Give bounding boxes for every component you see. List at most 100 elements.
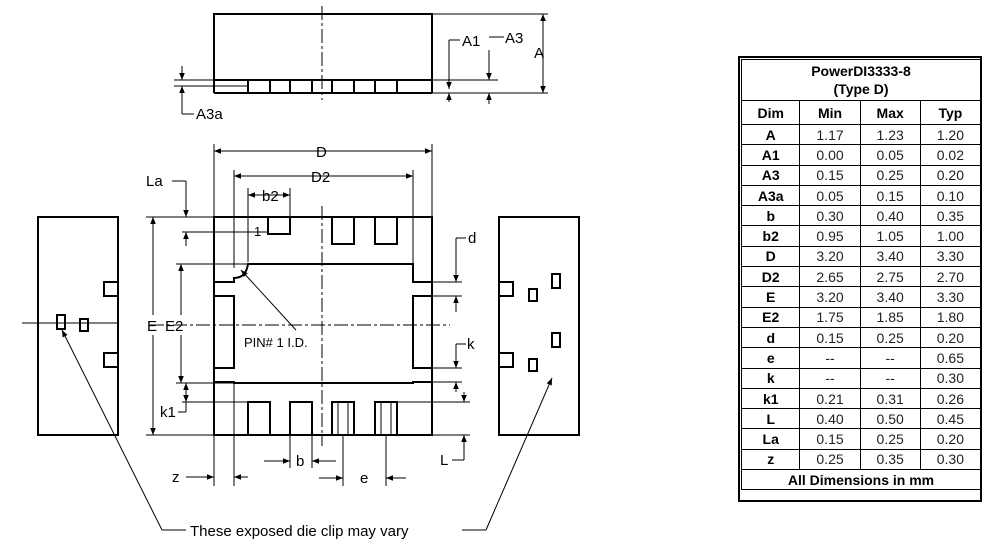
cell-typ: 1.00	[919, 225, 982, 247]
table-title-line1: PowerDI3333-8	[811, 63, 911, 79]
cell-min: 2.65	[799, 266, 861, 288]
cell-typ: 3.30	[919, 286, 982, 308]
cell-dim: E	[740, 286, 801, 308]
label-A3a: A3a	[196, 106, 223, 123]
header-dim: Dim	[740, 100, 801, 125]
cell-dim: b2	[740, 225, 801, 247]
cell-dim: La	[740, 428, 801, 450]
cell-min: 0.15	[799, 326, 861, 349]
cell-dim: D2	[740, 266, 801, 288]
table-footer: All Dimensions in mm	[741, 469, 981, 491]
cell-max: 1.23	[859, 123, 921, 146]
header-max: Max	[859, 100, 921, 125]
cell-min: 0.30	[799, 205, 861, 227]
label-k: k	[467, 336, 475, 353]
cell-dim: E2	[740, 306, 801, 328]
table-header-row: Dim Min Max Typ	[740, 100, 982, 125]
cell-max: 0.50	[859, 408, 921, 430]
label-D2: D2	[311, 169, 330, 186]
cell-min: 0.15	[799, 164, 861, 186]
cell-dim: D	[740, 245, 801, 268]
cell-dim: b	[740, 205, 801, 227]
cell-typ: 3.30	[919, 245, 982, 268]
cell-max: 2.75	[859, 266, 921, 288]
cell-max: --	[859, 367, 921, 389]
cell-min: 0.40	[799, 408, 861, 430]
cell-dim: A3	[740, 164, 801, 186]
label-D: D	[316, 144, 327, 161]
cell-min: 1.17	[799, 123, 861, 146]
cell-typ: 0.20	[919, 326, 982, 349]
cell-max: 0.25	[859, 164, 921, 186]
cell-dim: A3a	[740, 184, 801, 207]
cell-max: 0.31	[859, 387, 921, 410]
cell-typ: 0.65	[919, 347, 982, 369]
cell-min: 0.05	[799, 184, 861, 207]
cell-min: 3.20	[799, 286, 861, 308]
cell-typ: 0.26	[919, 387, 982, 410]
label-z: z	[172, 469, 180, 486]
cell-typ: 0.10	[919, 184, 982, 207]
cell-min: 1.75	[799, 306, 861, 328]
cell-dim: d	[740, 326, 801, 349]
label-La: La	[146, 173, 163, 190]
cell-dim: A1	[740, 144, 801, 166]
header-min: Min	[799, 100, 861, 125]
cell-typ: 0.30	[919, 448, 982, 471]
table-row: e----0.65	[740, 347, 982, 369]
cell-max: 0.05	[859, 144, 921, 166]
label-pin1-number: 1	[254, 224, 261, 239]
cell-typ: 0.45	[919, 408, 982, 430]
cell-dim: A	[740, 123, 801, 146]
cell-typ: 0.30	[919, 367, 982, 389]
label-E: E	[147, 318, 157, 335]
table-title-line2: (Type D)	[833, 81, 889, 97]
header-typ: Typ	[919, 100, 982, 125]
label-A3: A3	[505, 30, 523, 47]
cell-min: 0.95	[799, 225, 861, 247]
label-b: b	[296, 453, 304, 470]
cell-typ: 0.35	[919, 205, 982, 227]
cell-min: --	[799, 367, 861, 389]
label-E2: E2	[165, 318, 183, 335]
cell-dim: k	[740, 367, 801, 389]
table-row: k----0.30	[740, 367, 982, 389]
cell-max: 0.40	[859, 205, 921, 227]
label-pin-id: PIN# 1 I.D.	[244, 335, 308, 350]
cell-dim: L	[740, 408, 801, 430]
bottom-view	[146, 144, 470, 486]
cell-max: 3.40	[859, 286, 921, 308]
cell-max: 1.85	[859, 306, 921, 328]
label-k1: k1	[160, 404, 176, 421]
label-e: e	[360, 470, 368, 487]
cell-dim: z	[740, 448, 801, 471]
table-footer-row: All Dimensions in mm	[741, 469, 981, 491]
cell-typ: 1.80	[919, 306, 982, 328]
cell-dim: e	[740, 347, 801, 369]
note-leaders	[61, 329, 553, 531]
cell-typ: 0.20	[919, 164, 982, 186]
table-title-row: PowerDI3333-8 (Type D)	[741, 59, 981, 101]
label-d: d	[468, 230, 476, 247]
cell-max: 0.25	[859, 428, 921, 450]
cell-dim: k1	[740, 387, 801, 410]
dimension-table: PowerDI3333-8 (Type D) Dim Min Max Typ A…	[740, 59, 982, 491]
cell-max: --	[859, 347, 921, 369]
cell-min: 0.15	[799, 428, 861, 450]
label-A: A	[534, 45, 544, 62]
cell-typ: 0.02	[919, 144, 982, 166]
cell-max: 3.40	[859, 245, 921, 268]
cell-typ: 2.70	[919, 266, 982, 288]
